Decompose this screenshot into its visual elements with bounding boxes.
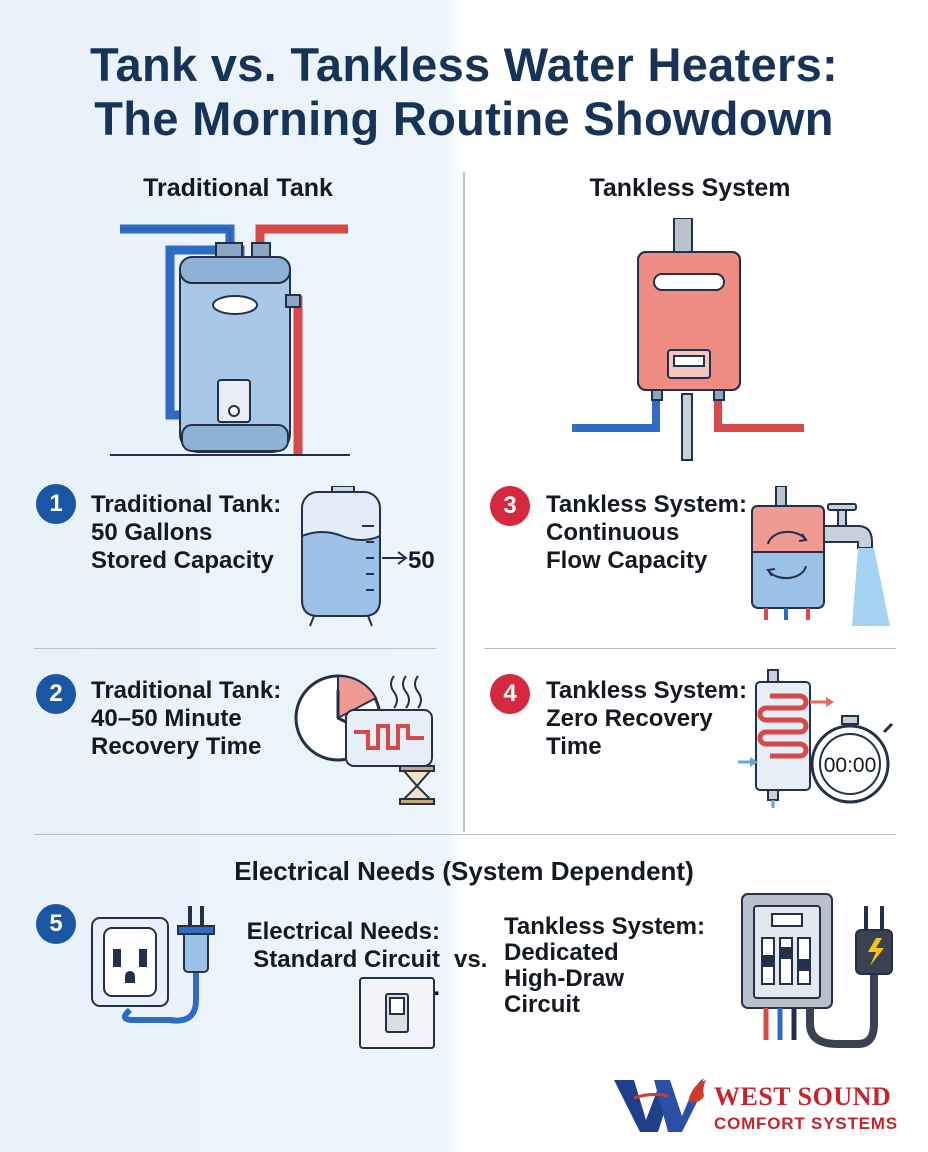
step-1-text: Traditional Tank: 50 Gallons Stored Capa… xyxy=(91,491,281,575)
step-3-line-3: Flow Capacity xyxy=(546,547,708,574)
brand-text: WEST SOUND COMFORT SYSTEMS xyxy=(714,1082,898,1134)
tank-heater-icon xyxy=(110,224,350,456)
step-4-line-1: Tankless System: xyxy=(546,677,747,704)
tankless-faucet-icon xyxy=(751,486,890,626)
electrical-vs: vs. xyxy=(454,946,488,973)
step-badge-1: 1 xyxy=(36,484,76,524)
brand-tagline: COMFORT SYSTEMS xyxy=(714,1114,898,1133)
electrical-right-line-3: High-Draw xyxy=(504,965,624,992)
tankless-heater-icon xyxy=(572,218,804,461)
wall-outlet-plug-icon xyxy=(91,906,215,1024)
electrical-right-text: Tankless System: Dedicated High-Draw Cir… xyxy=(504,914,705,1018)
electrical-left-line-2: Standard Circuit xyxy=(253,946,440,973)
brand-name: WEST SOUND xyxy=(714,1082,892,1111)
step-4-line-2: Zero Recovery xyxy=(546,705,713,732)
brand-logo-icon xyxy=(614,1078,706,1132)
step-badge-3: 3 xyxy=(490,486,530,526)
clock-heating-hourglass-icon xyxy=(294,674,435,805)
step-2-line-1: Traditional Tank: xyxy=(91,677,282,704)
step-2-line-2: 40–50 Minute xyxy=(91,705,242,732)
step-badge-5: 5 xyxy=(36,904,76,944)
step-1-line-3: Stored Capacity xyxy=(91,547,274,574)
electrical-right-line-2: Dedicated xyxy=(504,939,619,966)
electrical-right-line-1: Tankless System: xyxy=(504,913,705,940)
water-tank-gauge-icon: 50 xyxy=(301,486,435,627)
column-divider xyxy=(463,172,465,832)
step-4-line-3: Time xyxy=(546,733,602,760)
title-line-1: Tank vs. Tankless Water Heaters: xyxy=(90,38,838,91)
breaker-panel-plug-icon xyxy=(741,893,893,1048)
page-title: Tank vs. Tankless Water Heaters: The Mor… xyxy=(0,38,928,146)
electrical-left-text: Electrical Needs: Standard Circuit vs. xyxy=(238,918,440,1002)
step-4-text: Tankless System: Zero Recovery Time xyxy=(546,677,747,761)
title-line-2: The Morning Routine Showdown xyxy=(94,92,834,145)
step-2-text: Traditional Tank: 40–50 Minute Recovery … xyxy=(91,677,281,761)
electrical-heading: Electrical Needs (System Dependent) xyxy=(234,856,694,886)
step-3-line-1: Tankless System: xyxy=(546,491,747,518)
tank-gauge-label: 50 xyxy=(408,547,435,574)
electrical-right-line-4: Circuit xyxy=(504,991,581,1018)
column-heading-right: Tankless System xyxy=(589,174,791,202)
heat-exchanger-stopwatch-icon: 00:00 xyxy=(738,669,894,808)
electrical-left-line-1: Electrical Needs: xyxy=(246,918,440,945)
step-3-line-2: Continuous xyxy=(546,519,680,546)
step-1-line-2: 50 Gallons xyxy=(91,519,213,546)
step-2-line-3: Recovery Time xyxy=(91,733,262,760)
step-1-line-1: Traditional Tank: xyxy=(91,491,282,518)
step-badge-2: 2 xyxy=(36,674,76,714)
row-divider-left xyxy=(34,648,436,649)
section-divider xyxy=(34,834,896,835)
stopwatch-readout: 00:00 xyxy=(824,754,877,777)
step-badge-4: 4 xyxy=(490,674,530,714)
light-switch-icon xyxy=(359,977,435,1049)
row-divider-right xyxy=(484,648,896,649)
step-3-text: Tankless System: Continuous Flow Capacit… xyxy=(546,491,747,575)
column-heading-left: Traditional Tank xyxy=(143,174,333,202)
